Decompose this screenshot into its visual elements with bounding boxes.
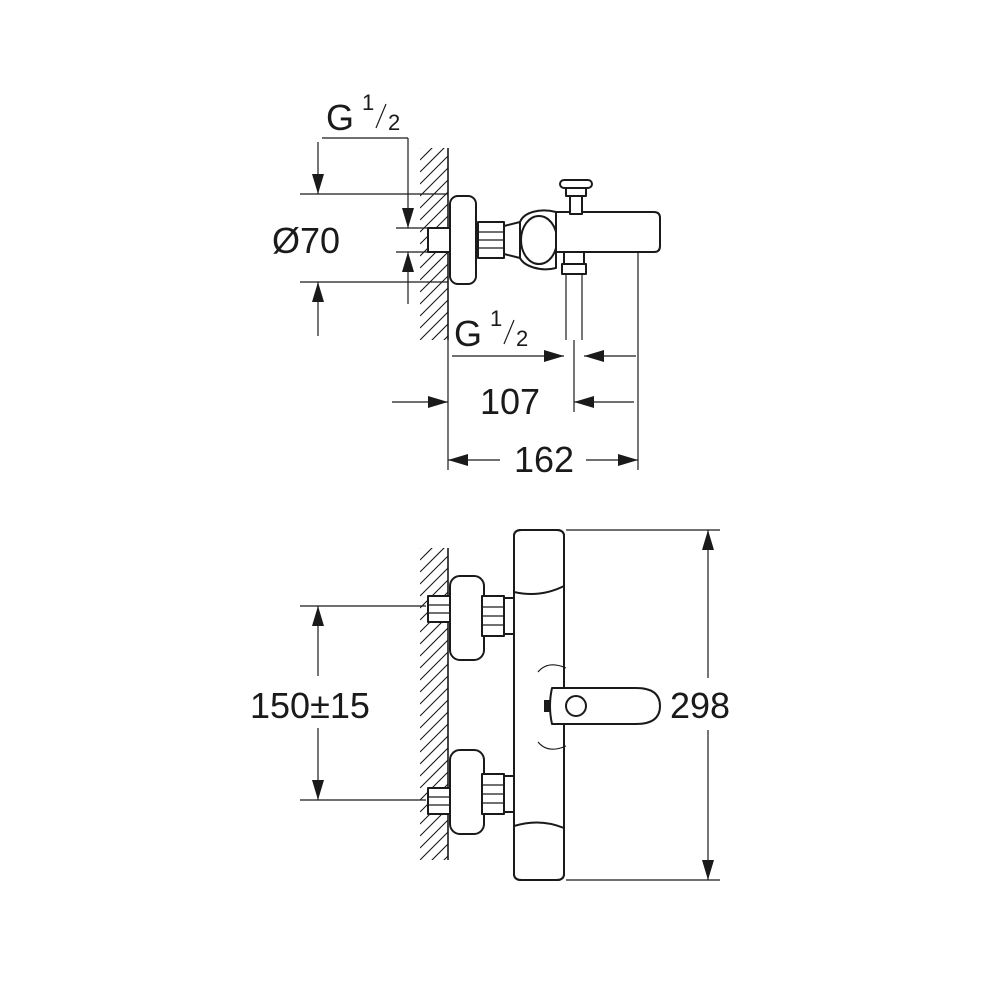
- hatch-line: [420, 651, 449, 681]
- hatch-line: [420, 275, 449, 305]
- inlet-upper: [427, 575, 527, 661]
- thread-inlet-denominator: 2: [388, 110, 400, 135]
- hatch-line: [420, 663, 449, 693]
- hatch-line: [420, 155, 449, 185]
- hatch-line: [443, 335, 449, 340]
- hatch-line: [420, 348, 448, 376]
- hatch-line: [420, 868, 448, 896]
- hatch-line: [420, 191, 449, 221]
- hatch-line: [420, 711, 449, 741]
- hatch-line: [420, 203, 449, 233]
- thread-inlet-numerator: 1: [362, 90, 374, 115]
- hatch-line: [420, 263, 449, 293]
- hatch-line: [420, 819, 449, 849]
- hatch-line: [420, 148, 421, 149]
- hatch-line: [420, 555, 449, 585]
- dimension-diameter: Ø70: [272, 142, 448, 336]
- thread-outlet-numerator: 1: [490, 306, 502, 331]
- hatch-line: [420, 148, 433, 161]
- thread-outlet-prefix: G: [454, 313, 482, 354]
- hatch-line: [420, 508, 448, 536]
- faucet-side-body: [427, 179, 661, 340]
- hatch-line: [420, 548, 433, 561]
- dimension-thread-outlet: G 1 2: [452, 306, 636, 362]
- hatch-line: [420, 548, 445, 573]
- hatch-line: [420, 880, 448, 908]
- hatch-line: [420, 735, 449, 765]
- top-view: Ø70 G 1 2 G 1 2: [272, 90, 661, 480]
- hatch-line: [431, 843, 449, 860]
- spacing-label: 150±15: [250, 685, 370, 726]
- height-label: 298: [670, 685, 730, 726]
- front-view: 150±15 298: [250, 508, 730, 908]
- hatch-line: [420, 723, 449, 753]
- hatch-line: [420, 299, 449, 329]
- inlet-lower: [427, 749, 527, 835]
- hatch-line: [420, 747, 449, 777]
- dimension-spacing: 150±15: [250, 605, 426, 801]
- dimension-depth-107: 107: [392, 340, 634, 422]
- dimension-depth-162: 162: [447, 252, 639, 480]
- hatch-line: [420, 771, 449, 801]
- diameter-label: Ø70: [272, 220, 340, 261]
- hatch-line: [420, 251, 449, 281]
- hatch-line: [420, 699, 449, 729]
- hatch-line: [420, 548, 421, 549]
- hatch-line: [420, 360, 448, 388]
- hatch-line: [420, 627, 449, 657]
- depth-162-label: 162: [514, 439, 574, 480]
- hatch-line: [420, 567, 449, 597]
- hatch-line: [431, 323, 449, 340]
- thread-inlet-prefix: G: [326, 97, 354, 138]
- hatch-line: [420, 639, 449, 669]
- depth-107-label: 107: [480, 381, 540, 422]
- hatch-line: [420, 579, 449, 609]
- hatch-line: [420, 167, 449, 197]
- dimension-thread-inlet: G 1 2: [322, 90, 430, 304]
- wall-hatch-bottom: [420, 508, 449, 908]
- hatch-line: [420, 675, 449, 705]
- mixer-body-front: [513, 529, 661, 881]
- hatch-line: [420, 759, 449, 789]
- hatch-line: [420, 148, 445, 173]
- hatch-line: [420, 687, 449, 717]
- hatch-line: [443, 855, 449, 860]
- thread-outlet-denominator: 2: [516, 326, 528, 351]
- dimension-height: 298: [566, 529, 730, 881]
- hatch-line: [420, 831, 449, 860]
- hatch-line: [420, 108, 448, 136]
- hatch-line: [420, 311, 449, 340]
- hatch-line: [420, 287, 449, 317]
